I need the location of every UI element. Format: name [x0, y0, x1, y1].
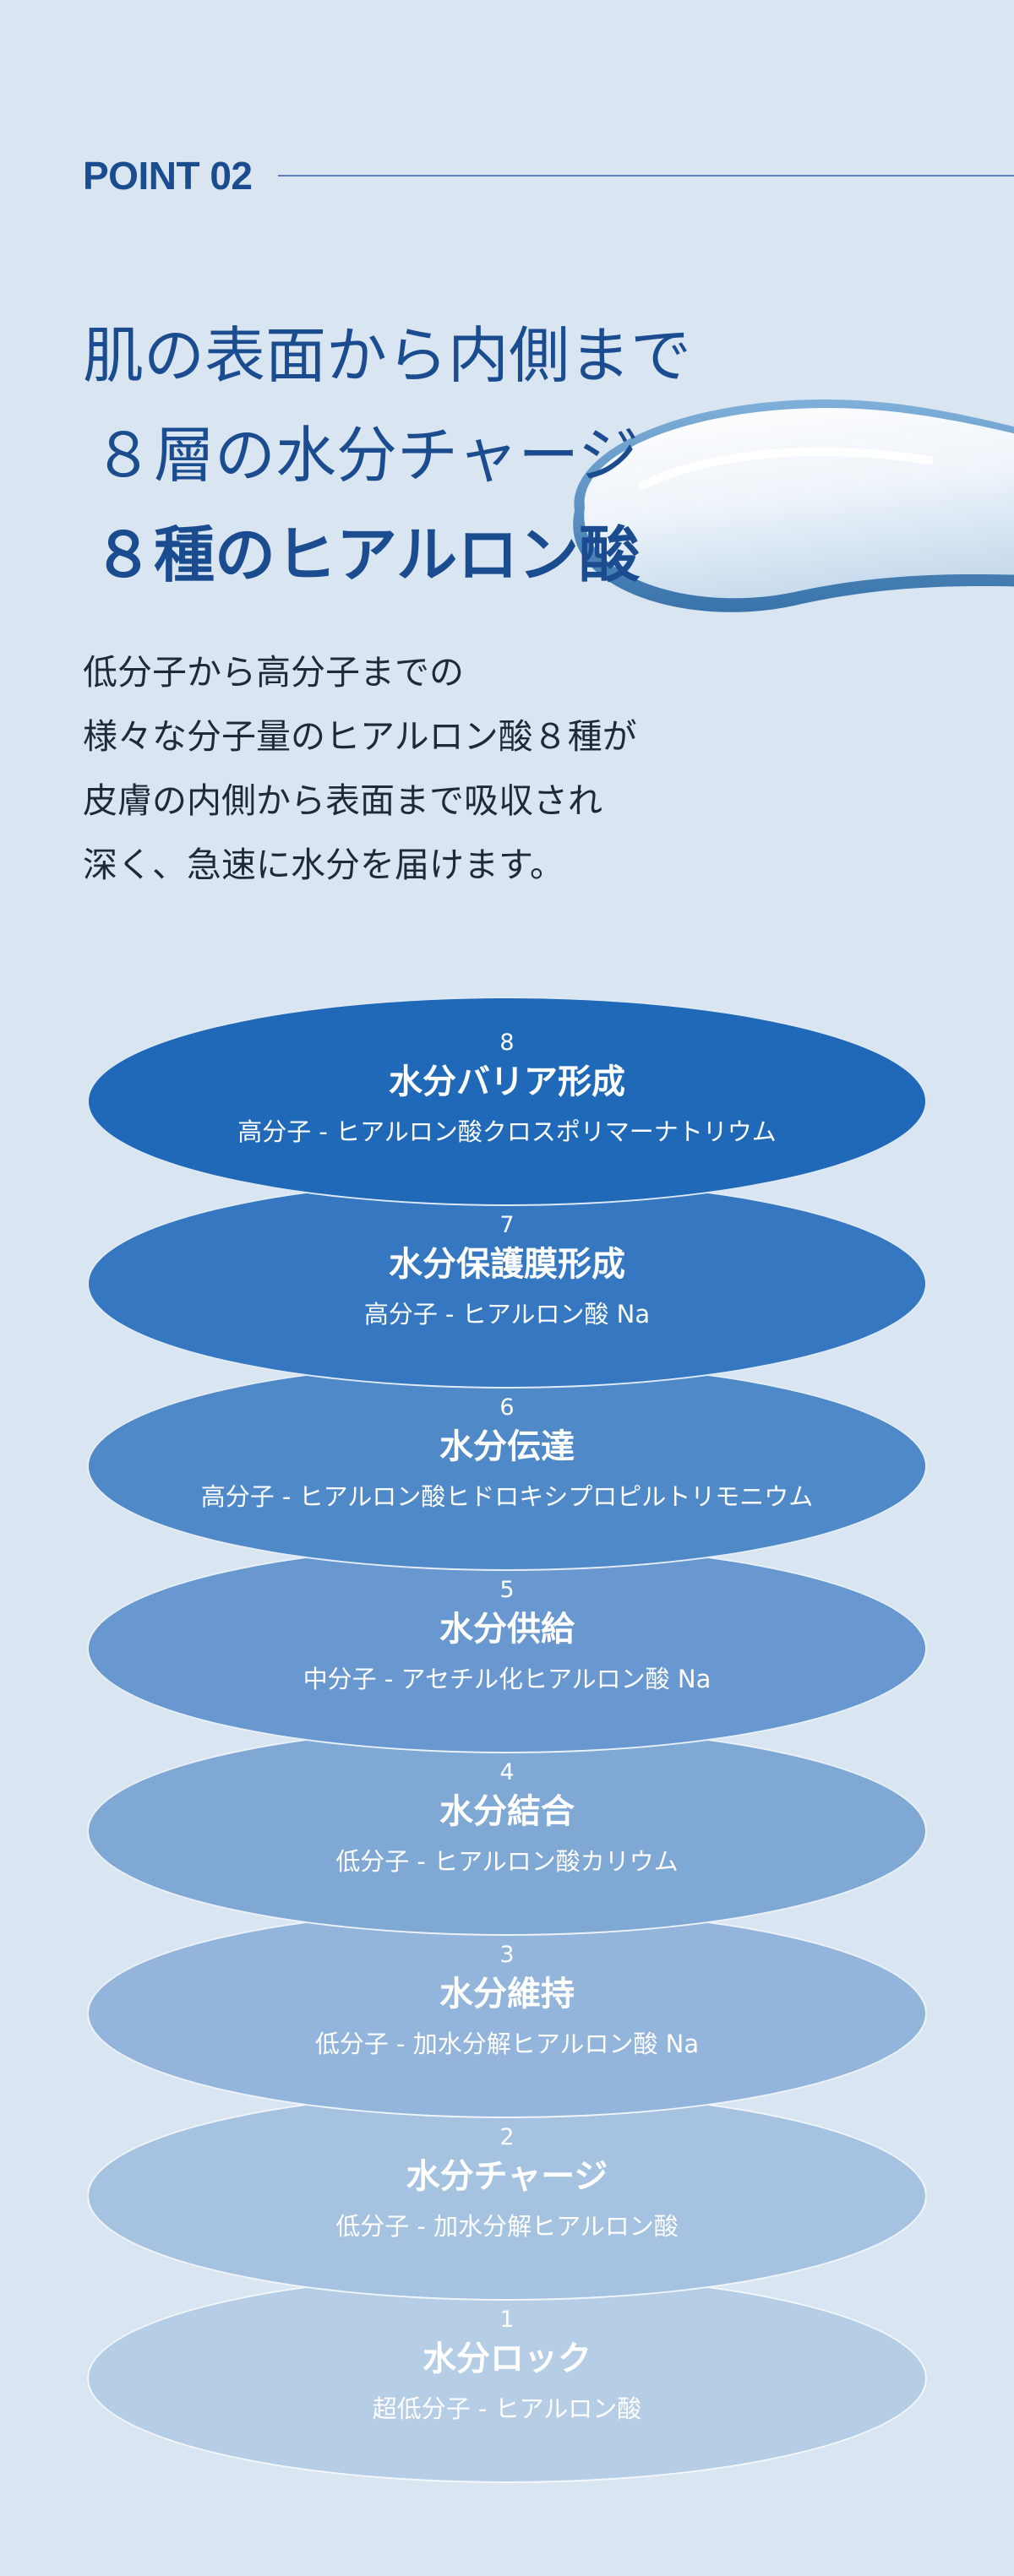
- layer-6: 6 水分伝達 高分子 - ヒアルロン酸ヒドロキシプロピルトリモニウム: [87, 1361, 927, 1571]
- layer-number: 8: [499, 1030, 515, 1056]
- layer-description: 高分子 - ヒアルロン酸クロスポリマーナトリウム: [237, 1117, 777, 1146]
- layer-title: 水分供給: [439, 1610, 575, 1649]
- description-line-1: 低分子から高分子までの: [83, 652, 464, 693]
- layer-title: 水分チャージ: [406, 2157, 608, 2196]
- layer-title: 水分ロック: [422, 2340, 592, 2378]
- layer-title: 水分維持: [439, 1975, 575, 2014]
- description-line-4: 深く、急速に水分を届けます。: [83, 845, 564, 885]
- layer-number: 1: [499, 2307, 515, 2333]
- layer-title: 水分保護膜形成: [389, 1245, 625, 1284]
- layer-description: 低分子 - ヒアルロン酸カリウム: [335, 1847, 679, 1876]
- layer-8: 8 水分バリア形成 高分子 - ヒアルロン酸クロスポリマーナトリウム: [87, 997, 927, 1206]
- layer-number: 3: [499, 1942, 515, 1968]
- headline-line-1: 肌の表面から内側まで: [83, 320, 692, 391]
- layer-number: 4: [499, 1759, 515, 1785]
- layer-title: 水分伝達: [439, 1427, 575, 1466]
- layer-description: 中分子 - アセチル化ヒアルロン酸 Na: [303, 1665, 711, 1693]
- layer-4: 4 水分結合 低分子 - ヒアルロン酸カリウム: [87, 1726, 927, 1936]
- layer-description: 超低分子 - ヒアルロン酸: [372, 2394, 642, 2423]
- layer-7: 7 水分保護膜形成 高分子 - ヒアルロン酸 Na: [87, 1179, 927, 1389]
- layer-description: 高分子 - ヒアルロン酸 Na: [363, 1300, 651, 1329]
- layer-3: 3 水分維持 低分子 - 加水分解ヒアルロン酸 Na: [87, 1909, 927, 2118]
- layer-title: 水分結合: [439, 1792, 575, 1831]
- description-line-3: 皮膚の内側から表面まで吸収され: [83, 780, 602, 821]
- header-divider: [277, 175, 1014, 177]
- layer-description: 低分子 - 加水分解ヒアルロン酸 Na: [314, 2030, 700, 2058]
- layer-description: 高分子 - ヒアルロン酸ヒドロキシプロピルトリモニウム: [200, 1482, 814, 1511]
- layer-number: 5: [499, 1577, 515, 1603]
- headline-line-2: ８層の水分チャージ: [93, 420, 639, 491]
- layer-5: 5 水分供給 中分子 - アセチル化ヒアルロン酸 Na: [87, 1544, 927, 1753]
- description-line-2: 様々な分子量のヒアルロン酸８種が: [83, 716, 637, 757]
- section-header: POINT 02: [83, 149, 1014, 203]
- layer-number: 7: [499, 1212, 515, 1238]
- layer-2: 2 水分チャージ 低分子 - 加水分解ヒアルロン酸: [87, 2091, 927, 2301]
- layer-number: 6: [499, 1394, 515, 1421]
- headline-line-3: ８種のヒアルロン酸: [93, 519, 641, 590]
- description: 低分子から高分子までの 様々な分子量のヒアルロン酸８種が 皮膚の内側から表面まで…: [83, 640, 843, 897]
- layer-title: 水分バリア形成: [389, 1062, 625, 1101]
- section-label: POINT 02: [83, 154, 253, 198]
- headline: 肌の表面から内側まで ８層の水分チャージ ８種のヒアルロン酸: [83, 306, 843, 605]
- layer-description: 低分子 - 加水分解ヒアルロン酸: [335, 2212, 679, 2241]
- layer-1: 1 水分ロック 超低分子 - ヒアルロン酸: [87, 2274, 927, 2483]
- layer-number: 2: [499, 2124, 515, 2150]
